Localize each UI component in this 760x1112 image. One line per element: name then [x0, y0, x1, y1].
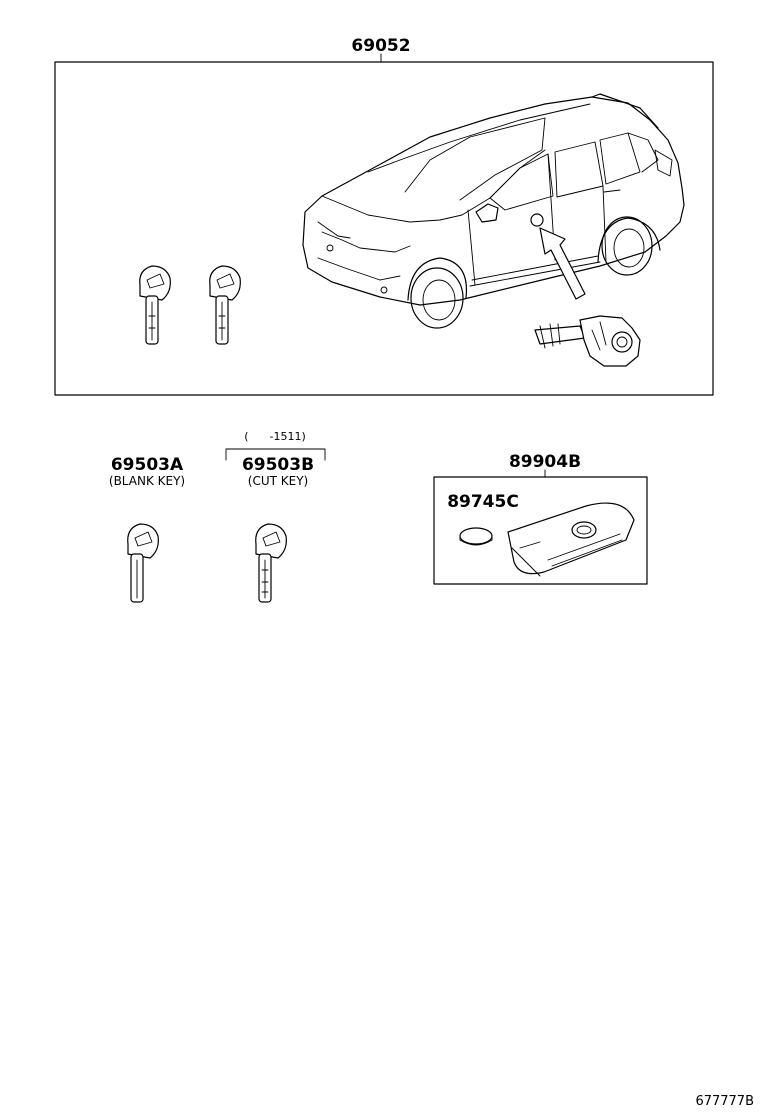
- assembly-key-left: [139, 265, 171, 345]
- cut-key-date-range: ( -1511): [244, 430, 306, 443]
- assembly-frame: [54, 61, 714, 396]
- lock-cylinder: [534, 315, 641, 367]
- assembly-key-right: [209, 265, 241, 345]
- battery-part-number[interactable]: 89745C: [447, 492, 519, 512]
- cut-key-part-number[interactable]: 69503B: [242, 455, 314, 475]
- smart-key-frame: [433, 476, 648, 585]
- smart-key-part-number[interactable]: 89904B: [509, 452, 581, 472]
- blank-key-part-number[interactable]: 69503A: [111, 455, 184, 475]
- location-arrow: [539, 227, 586, 300]
- cut-key-description: (CUT KEY): [248, 474, 308, 488]
- blank-key-description: (BLANK KEY): [109, 474, 185, 488]
- smart-key-fob-illustration: [507, 502, 635, 577]
- blank-key-illustration: [127, 523, 159, 603]
- cut-key-bracket: [225, 448, 326, 461]
- battery-illustration: [459, 527, 493, 546]
- cut-key-illustration: [255, 523, 287, 603]
- illustration-code: 677777B: [695, 1094, 754, 1109]
- vehicle-illustration: [302, 93, 685, 329]
- assembly-part-number[interactable]: 69052: [351, 36, 410, 56]
